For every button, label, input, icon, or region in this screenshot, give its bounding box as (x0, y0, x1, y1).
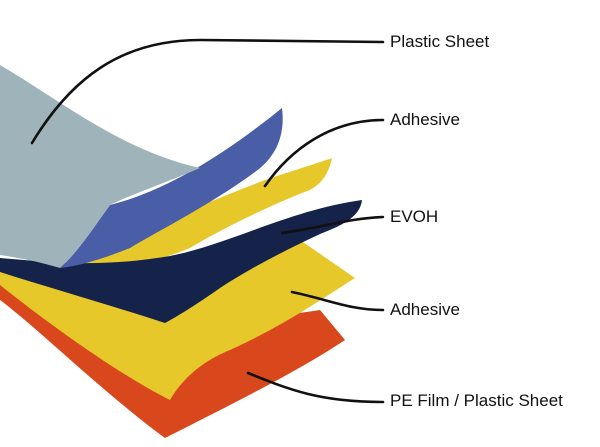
label-pe-film: PE Film / Plastic Sheet (390, 391, 563, 410)
label-adhesive-top: Adhesive (390, 110, 460, 129)
leader-line-plastic-sheet (30, 38, 385, 145)
layer-evoh (0, 200, 362, 323)
leader-line-adhesive-top (263, 118, 385, 188)
leader-line-pe-film (246, 371, 385, 404)
label-evoh: EVOH (390, 207, 439, 226)
leader-line-adhesive-bottom (290, 290, 385, 312)
label-plastic-sheet: Plastic Sheet (390, 32, 490, 51)
label-adhesive-bottom: Adhesive (390, 300, 460, 319)
layer-adhesive-top (60, 108, 283, 268)
leader-line-evoh (280, 215, 385, 235)
